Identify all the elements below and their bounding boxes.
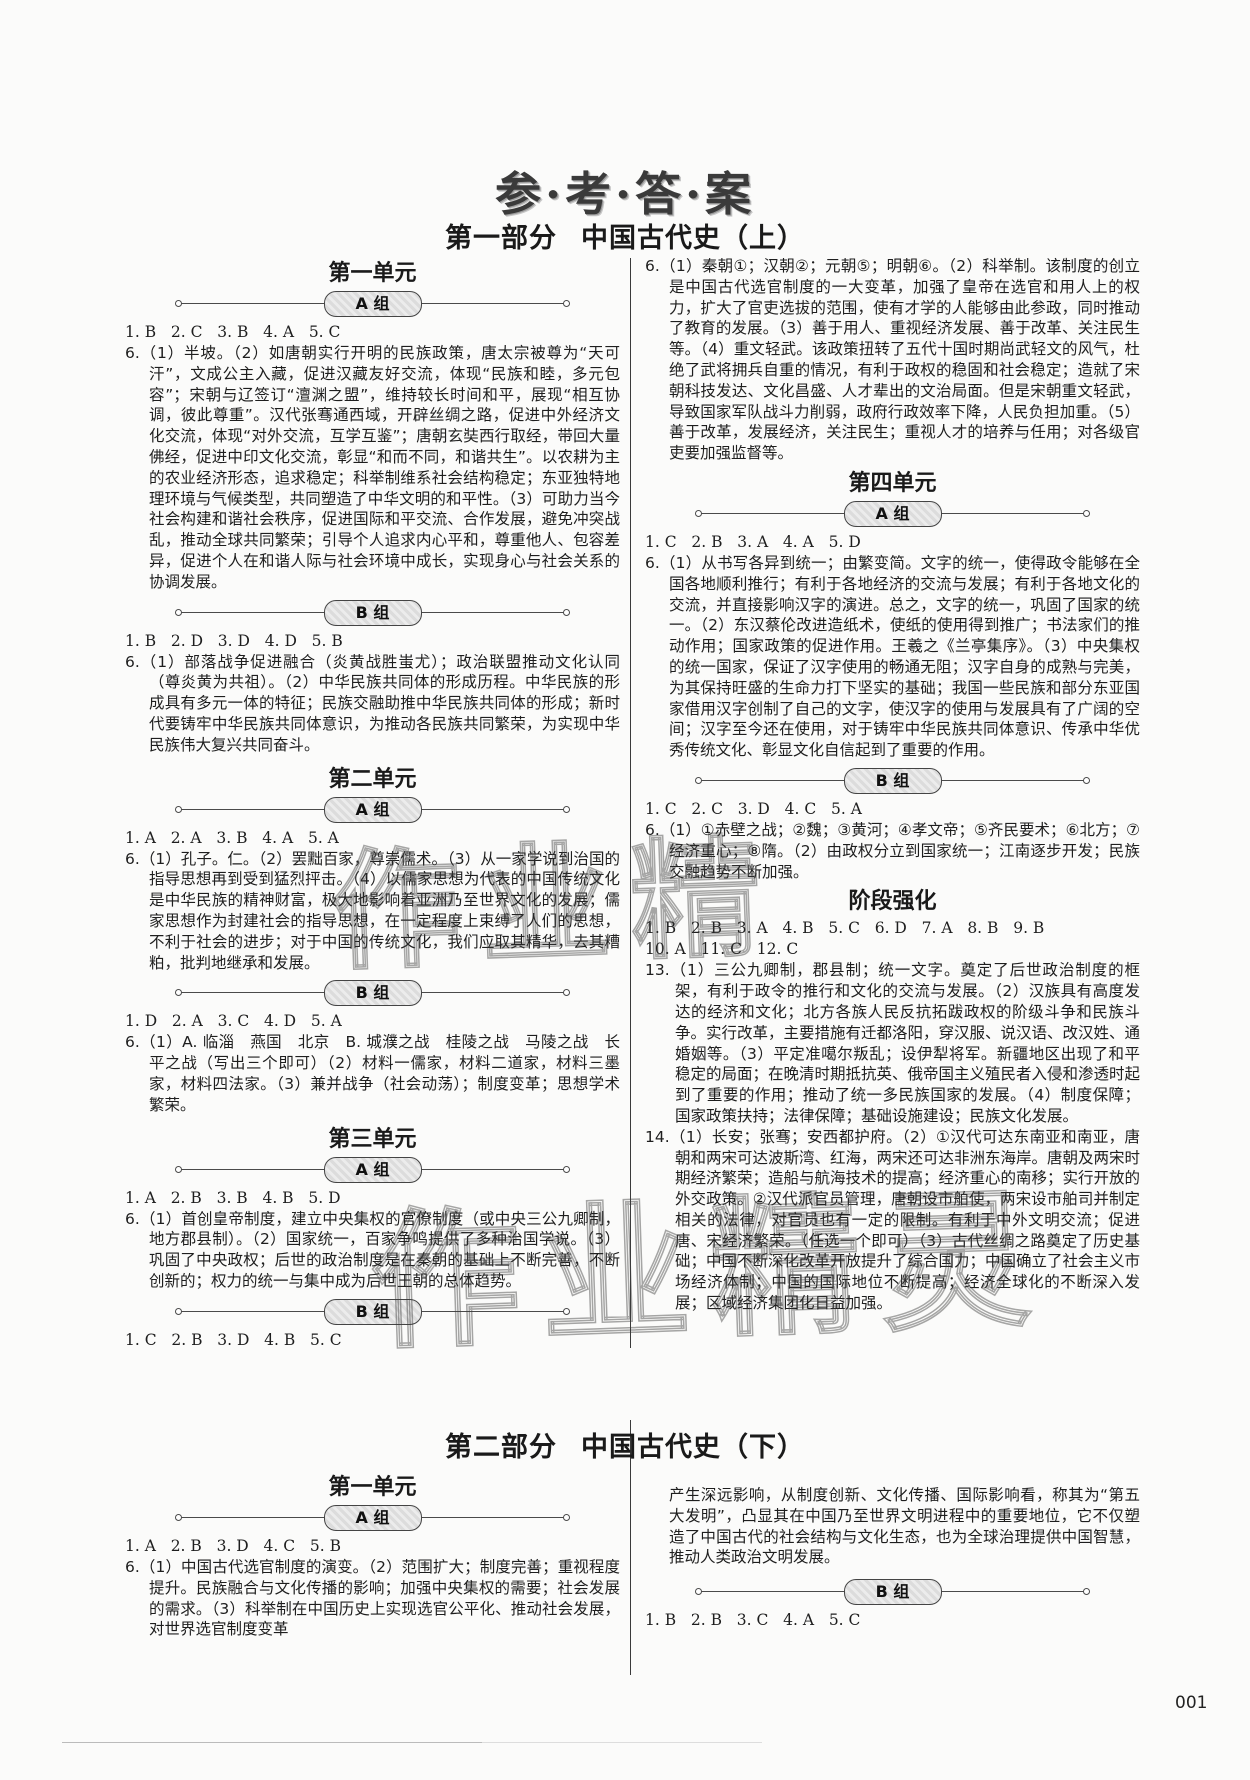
group-badge: B 组 (843, 767, 942, 794)
group-badge: A 组 (323, 1505, 422, 1531)
group-badge: A 组 (843, 500, 942, 527)
answer-q6: 6.（1）①赤壁之战；②魏；③黄河；④孝文帝；⑤齐民要术；⑥北方；⑦经济重心；⑧… (645, 820, 1140, 881)
mc-answers: 1. A 2. B 3. B 4. B 5. D (125, 1188, 341, 1207)
mc-answers: 1. A 2. A 3. B 4. A 5. A (125, 828, 339, 847)
right-column: 6.（1）秦朝①；汉朝②；元朝⑤；明朝⑥。（2）科举制。该制度的创立是中国古代选… (645, 256, 1140, 1314)
group-divider-a: A 组 (125, 290, 620, 318)
answer-q6-continued: 6.（1）秦朝①；汉朝②；元朝⑤；明朝⑥。（2）科举制。该制度的创立是中国古代选… (645, 257, 1140, 463)
group-badge: B 组 (843, 1579, 942, 1606)
mc-answers: 1. B 2. B 3. C 4. A 5. C (645, 1611, 861, 1630)
answer-q14: 14.（1）长安；张骞；安西都护府。（2）①汉代可达东南亚和南亚，唐朝和两宋可达… (645, 1127, 1141, 1313)
group-divider-b: B 组 (645, 1578, 1140, 1606)
answer-q6-continued: 产生深远影响，从制度创新、文化传播、国际影响看，称其为“第五大发明”，凸显其在中… (669, 1486, 1140, 1567)
mc-answers: 1. B 2. D 3. D 4. D 5. B (125, 631, 343, 650)
group-badge: A 组 (323, 291, 422, 317)
group-divider-b: B 组 (125, 979, 620, 1007)
group-badge: B 组 (323, 1298, 422, 1325)
unit-heading: 第一单元 (328, 261, 417, 286)
answer-q6: 6.（1）A. 临淄 燕国 北京 B. 城濮之战 桂陵之战 马陵之战 长平之战（… (125, 1033, 620, 1114)
answer-q6: 6.（1）首创皇帝制度，建立中央集权的官僚制度（或中央三公九卿制，地方郡县制）。… (125, 1209, 620, 1290)
mc-answers: 1. D 2. A 3. C 4. D 5. A (125, 1012, 342, 1031)
page-title: 参·考·答·案 (494, 167, 756, 221)
right-column-part2: 产生深远影响，从制度创新、文化传播、国际影响看，称其为“第五大发明”，凸显其在中… (645, 1485, 1140, 1631)
mc-answers: 1. C 2. B 3. D 4. B 5. C (125, 1330, 342, 1349)
part2-subtitle: 中国古代史（下） (581, 1432, 805, 1463)
group-divider-a: A 组 (125, 1504, 620, 1532)
part2-title: 第二部分中国古代史（下） (0, 1425, 1250, 1464)
group-divider-b: B 组 (645, 767, 1140, 795)
answer-q6: 6.（1）部落战争促进融合（炎黄战胜蚩尤）；政治联盟推动文化认同（尊炎黄为共祖）… (125, 652, 620, 754)
group-divider-a: A 组 (645, 500, 1140, 528)
column-divider (630, 258, 631, 1348)
column-divider-lower (630, 1420, 631, 1675)
unit-heading: 第四单元 (848, 470, 937, 496)
mc-answers: 1. B 2. B 3. A 4. B 5. C 6. D 7. A 8. B … (645, 919, 1045, 938)
stage-heading: 阶段强化 (848, 889, 937, 915)
group-badge: B 组 (323, 980, 422, 1007)
mc-answers: 1. B 2. C 3. B 4. A 5. C (125, 323, 341, 341)
left-column: 第一单元 A 组 1. B 2. C 3. B 4. A 5. C 6.（1）半… (125, 254, 620, 1351)
left-column-part2: 第一单元 A 组 1. A 2. B 3. D 4. C 5. B 6.（1）中… (125, 1468, 620, 1640)
answer-q6: 6.（1）孔子。仁。（2）罢黜百家，尊崇儒术。（3）从一家学说到治国的指导思想再… (125, 849, 620, 972)
mc-answers: 1. C 2. B 3. A 4. A 5. D (645, 532, 861, 551)
footer-rule (62, 1742, 762, 1743)
answer-q6: 6.（1）半坡。（2）如唐朝实行开明的民族政策，唐太宗被尊为“天可汗”，文成公主… (125, 344, 620, 591)
part1-subtitle: 中国古代史（上） (581, 223, 805, 254)
group-badge: B 组 (323, 599, 422, 626)
part1-label: 第一部分 (445, 223, 557, 254)
group-divider-b: B 组 (125, 1298, 620, 1326)
answer-q6: 6.（1）中国古代选官制度的演变。（2）范围扩大；制度完善；重视程度提升。民族融… (125, 1558, 620, 1639)
answer-q6: 6.（1）从书写各异到统一；由繁变简。文字的统一，使得政令能够在全国各地顺利推行… (645, 553, 1140, 760)
group-divider-a: A 组 (125, 796, 620, 824)
unit-heading: 第二单元 (328, 766, 417, 792)
page-number: 001 (1175, 1693, 1208, 1713)
mc-answers: 10. A 11. C 12. C (645, 940, 799, 959)
mc-answers: 1. A 2. B 3. D 4. C 5. B (125, 1537, 341, 1555)
mc-answers: 1. C 2. C 3. D 4. C 5. A (645, 799, 862, 818)
group-divider-b: B 组 (125, 599, 620, 627)
unit-heading: 第三单元 (328, 1126, 417, 1152)
part2-label: 第二部分 (445, 1432, 557, 1463)
part1-title: 第一部分中国古代史（上） (0, 216, 1250, 255)
group-divider-a: A 组 (125, 1156, 620, 1184)
answer-q13: 13.（1）三公九卿制，郡县制；统一文字。奠定了后世政治制度的框架，有利于政令的… (645, 961, 1141, 1125)
group-badge: A 组 (323, 796, 422, 823)
unit-heading: 第一单元 (328, 1475, 417, 1500)
group-badge: A 组 (323, 1156, 422, 1183)
